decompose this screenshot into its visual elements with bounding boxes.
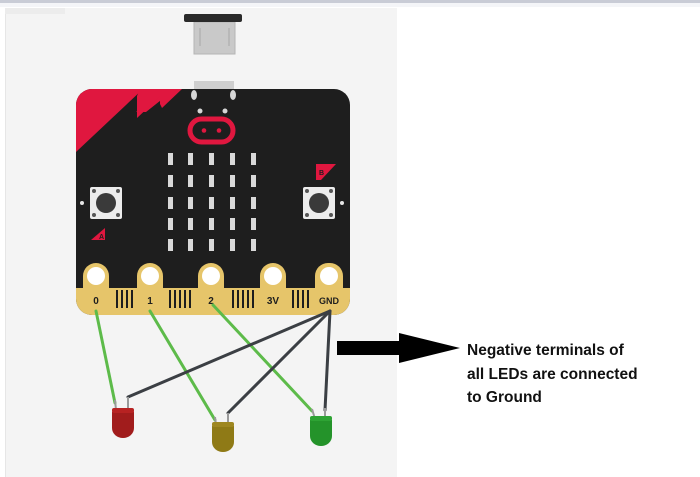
pin-gnd[interactable]: GND — [315, 263, 343, 313]
canvas-tab — [5, 8, 65, 14]
pin-2-label: 2 — [208, 296, 214, 307]
wire-gnd-green-led — [323, 309, 332, 412]
button-b-label-flag — [316, 164, 336, 180]
pin-gnd-label: GND — [319, 296, 340, 306]
signal-wires[interactable] — [94, 303, 314, 422]
button-b-label: B — [319, 170, 324, 177]
led-yellow[interactable] — [212, 413, 234, 452]
ground-wires[interactable] — [126, 309, 332, 415]
wire-gnd-yellow-led — [226, 309, 332, 415]
window-top-border — [0, 0, 700, 3]
board-accent-stripes — [76, 89, 182, 152]
wire-pin2-green-led — [211, 303, 314, 413]
led-red[interactable] — [112, 397, 134, 438]
annotation-line-2: all LEDs are connected — [467, 365, 638, 383]
pin-0[interactable]: 0 — [83, 263, 109, 313]
led-green[interactable] — [310, 408, 332, 446]
pin-3v[interactable]: 3V — [260, 263, 286, 313]
annotation-text: Negative terminals of all LEDs are conne… — [467, 339, 687, 410]
pin-2[interactable]: 2 — [198, 263, 224, 313]
led-matrix — [168, 153, 256, 251]
annotation-line-3: to Ground — [467, 389, 542, 406]
usb-connector — [184, 14, 242, 91]
pin-1-label: 1 — [147, 296, 153, 307]
button-a[interactable]: A — [80, 187, 122, 241]
pin-3v-label: 3V — [267, 296, 280, 307]
wire-gnd-red-led — [126, 309, 332, 399]
arrow-right-icon — [337, 333, 460, 363]
wire-pin1-yellow-led — [148, 309, 217, 422]
annotation-line-1: Negative terminals of — [467, 342, 624, 359]
button-a-label: A — [99, 234, 104, 241]
microbit-board[interactable]: A B 0 — [76, 89, 350, 315]
pin-0-label: 0 — [93, 296, 99, 307]
button-b[interactable]: B — [303, 164, 344, 219]
pin-1[interactable]: 1 — [137, 263, 163, 313]
wire-pin0-red-led — [94, 309, 117, 405]
microbit-logo-icon — [187, 116, 236, 145]
toolbar-strip — [0, 3, 700, 7]
button-a-label-flag — [91, 228, 105, 240]
